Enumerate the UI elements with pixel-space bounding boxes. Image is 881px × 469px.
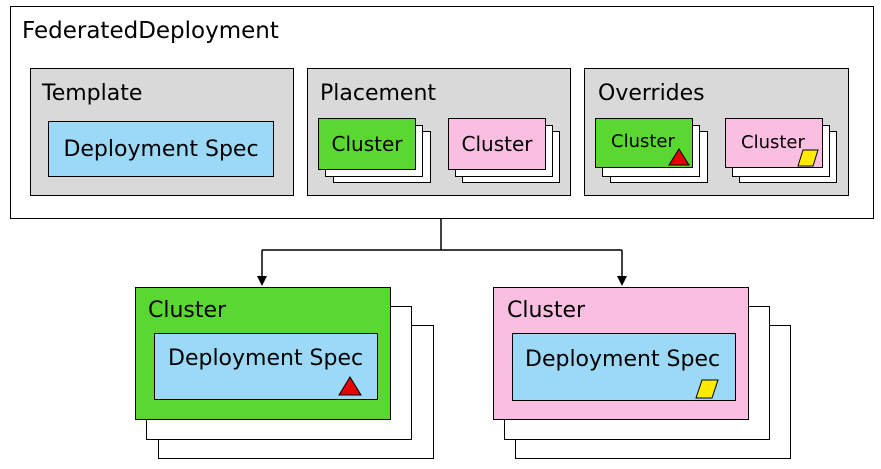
- green-cluster-title: Cluster: [148, 298, 227, 323]
- red-triangle-icon: [338, 376, 362, 396]
- placement-cluster-a: Cluster: [318, 118, 416, 170]
- yellow-parallelogram-icon: [797, 149, 819, 167]
- red-triangle-icon: [668, 148, 690, 166]
- pink-cluster-deployment-spec-label: Deployment Spec: [525, 347, 721, 372]
- overrides-title: Overrides: [598, 81, 705, 106]
- green-cluster-deployment-spec: Deployment Spec: [154, 333, 378, 400]
- pink-cluster-title: Cluster: [507, 298, 586, 323]
- template-deployment-spec: Deployment Spec: [48, 121, 274, 177]
- green-cluster-deployment-spec-label: Deployment Spec: [168, 346, 364, 371]
- template-title: Template: [42, 81, 143, 106]
- overrides-cluster-b: Cluster: [725, 118, 823, 168]
- federated-deployment-title: FederatedDeployment: [22, 18, 279, 44]
- pink-cluster-deployment-spec: Deployment Spec: [512, 333, 736, 401]
- overrides-cluster-a-label: Cluster: [611, 131, 675, 152]
- placement-title: Placement: [320, 81, 437, 106]
- placement-cluster-b: Cluster: [448, 118, 546, 170]
- overrides-cluster-a: Cluster: [595, 118, 693, 168]
- yellow-parallelogram-icon: [695, 379, 719, 399]
- overrides-cluster-b-label: Cluster: [741, 132, 805, 153]
